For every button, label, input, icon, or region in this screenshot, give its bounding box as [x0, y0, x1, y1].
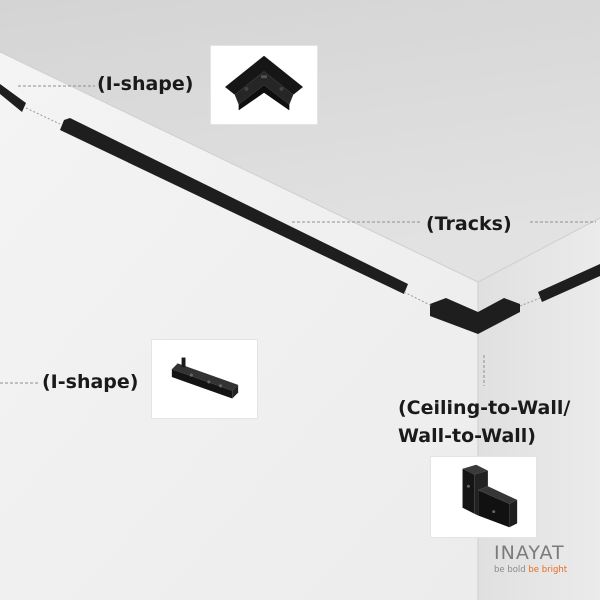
ceiling-edge-right: [477, 217, 600, 283]
logo-tagline: be bold be bright: [494, 564, 594, 576]
track-segment-left-end: [0, 84, 26, 112]
track-segment-right: [538, 264, 600, 302]
track-segment-main: [60, 118, 408, 294]
product-thumb-ceiling-to-wall: [430, 456, 537, 538]
product-thumb-straight: [151, 339, 258, 419]
ceiling-edge-left: [0, 51, 479, 283]
label-ceiling-wall-line2: Wall-to-Wall): [398, 425, 536, 447]
logo-tagline-accent: be bright: [528, 565, 568, 575]
label-tracks: (Tracks): [426, 213, 512, 235]
ceiling-to-wall-connector-image: [462, 464, 518, 528]
left-wall: [0, 52, 478, 600]
l-corner-connector-image: [225, 55, 303, 111]
straight-connector-image: [171, 357, 239, 399]
product-thumb-l-corner: [210, 45, 318, 125]
logo-tagline-plain: be bold: [494, 565, 529, 575]
track-gap-middle: [403, 291, 433, 307]
inayat-logo: INAYAT be bold be bright: [494, 542, 594, 576]
ceiling: [0, 0, 600, 282]
label-top-corner: (I-shape): [97, 73, 194, 95]
track-gap-right: [519, 297, 541, 307]
label-straight: (I-shape): [42, 371, 139, 393]
track-corner-connector: [430, 298, 520, 334]
logo-wordmark: INAYAT: [494, 542, 565, 564]
label-ceiling-wall-line1: (Ceiling-to-Wall/: [398, 397, 571, 419]
